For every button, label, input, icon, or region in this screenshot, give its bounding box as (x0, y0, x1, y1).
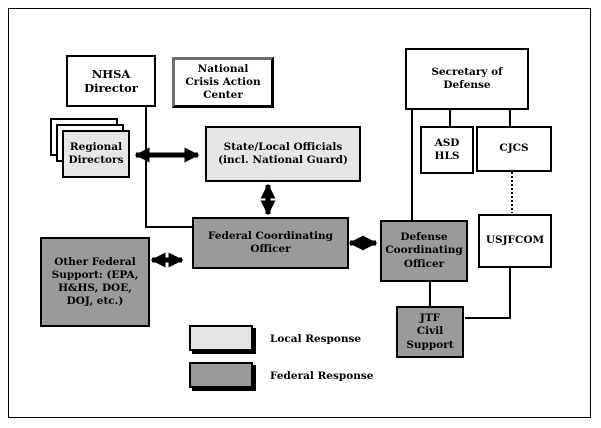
regional-directors-box: Regional Directors (62, 130, 130, 178)
federal-coordinating-officer-label: Federal Coordinating Officer (207, 229, 334, 255)
state-local-officials-box: State/Local Officials (incl. National Gu… (205, 126, 361, 182)
line-usjfcom-to-jtf (465, 268, 511, 319)
usjfcom-label: USJFCOM (485, 234, 545, 247)
defense-coordinating-officer-box: Defense Coordinating Officer (380, 220, 468, 282)
cjcs-box: CJCS (476, 126, 552, 172)
usjfcom-box: USJFCOM (478, 214, 552, 268)
nhsa-director-label: NHSA Director (84, 66, 138, 95)
other-federal-support-label: Other Federal Support: (EPA, H&HS, DOE, … (51, 255, 139, 308)
legend-federal-swatch (189, 362, 253, 388)
line-secdef-to-asd-cjcs (449, 110, 511, 126)
regional-directors-label: Regional Directors (68, 140, 124, 166)
other-federal-support-box: Other Federal Support: (EPA, H&HS, DOE, … (40, 237, 150, 327)
asd-hls-label: ASD HLS (434, 136, 460, 162)
secretary-of-defense-box: Secretary of Defense (405, 48, 529, 110)
line-nhsa-to-fco (145, 107, 192, 228)
state-local-officials-label: State/Local Officials (incl. National Gu… (218, 140, 348, 166)
jtf-civil-support-box: JTF Civil Support (396, 306, 464, 358)
legend-local-swatch (189, 325, 253, 351)
jtf-civil-support-label: JTF Civil Support (406, 312, 454, 351)
national-crisis-action-center-box: National Crisis Action Center (172, 57, 274, 108)
legend-local-label: Local Response (270, 333, 362, 345)
asd-hls-box: ASD HLS (420, 126, 474, 174)
legend-federal-label: Federal Response (270, 370, 374, 382)
defense-coordinating-officer-label: Defense Coordinating Officer (385, 231, 463, 270)
federal-coordinating-officer-box: Federal Coordinating Officer (192, 217, 349, 269)
national-crisis-action-center-label: National Crisis Action Center (185, 62, 261, 102)
secretary-of-defense-label: Secretary of Defense (431, 65, 503, 91)
diagram-frame (8, 8, 591, 418)
nhsa-director-box: NHSA Director (66, 55, 156, 107)
cjcs-label: CJCS (499, 142, 529, 155)
